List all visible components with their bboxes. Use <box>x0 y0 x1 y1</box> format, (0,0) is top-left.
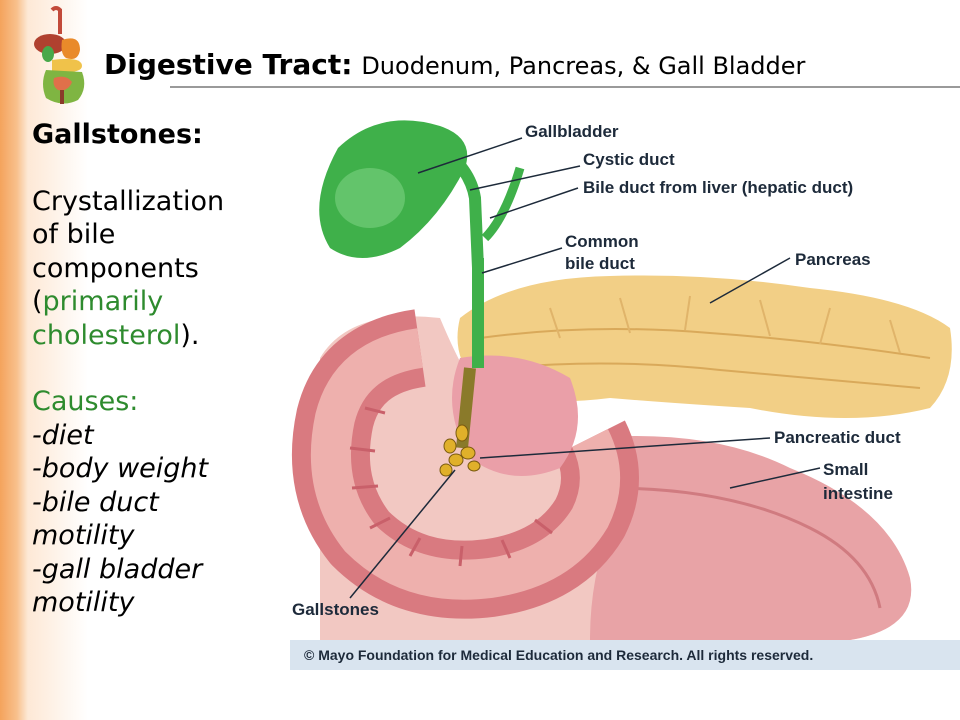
anatomy-illustration: Gallbladder Cystic duct Bile duct from l… <box>290 108 960 670</box>
left-accent-bar <box>0 0 28 720</box>
label-hepatic-duct: Bile duct from liver (hepatic duct) <box>583 178 854 197</box>
spacer <box>32 152 282 185</box>
primarily-text: primarily <box>42 286 164 317</box>
title-underline <box>170 86 960 88</box>
cause-diet: -diet <box>32 419 94 451</box>
definition-line-2: of bile <box>32 219 116 250</box>
label-common-bile-duct-1: Common <box>565 232 639 251</box>
slide-title: Digestive Tract: Duodenum, Pancreas, & G… <box>104 48 805 81</box>
label-pancreatic-duct: Pancreatic duct <box>774 428 901 447</box>
causes-label: Causes: <box>32 386 139 417</box>
label-gallstones: Gallstones <box>292 600 379 619</box>
paren-close: ). <box>180 319 200 351</box>
label-common-bile-duct-2: bile duct <box>565 254 635 273</box>
title-bold: Digestive Tract: <box>104 48 353 81</box>
text-column: Gallstones: Crystallization of bile comp… <box>32 118 282 620</box>
label-small-intestine-2: intestine <box>823 484 893 503</box>
label-small-intestine-1: Small <box>823 460 869 479</box>
definition-line-4: (primarily <box>32 285 282 319</box>
cause-gall-bladder-line1: -gall bladder <box>32 553 203 585</box>
spacer <box>32 352 282 385</box>
definition-line-5: cholesterol). <box>32 319 282 353</box>
gallstones-heading: Gallstones: <box>32 119 203 150</box>
cause-bile-duct-line2: motility <box>32 520 135 551</box>
copyright-credit: © Mayo Foundation for Medical Education … <box>290 640 960 670</box>
definition-line-3: components <box>32 252 199 284</box>
digestive-system-logo <box>34 6 85 104</box>
label-pancreas: Pancreas <box>795 250 871 269</box>
paren-open: ( <box>32 286 43 317</box>
title-subtitle: Duodenum, Pancreas, & Gall Bladder <box>361 52 806 80</box>
label-gallbladder: Gallbladder <box>525 122 619 141</box>
label-cystic-duct: Cystic duct <box>583 150 675 169</box>
definition-line-1: Crystallization <box>32 185 225 217</box>
cholesterol-text: cholesterol <box>32 319 181 351</box>
left-accent-fade <box>28 0 88 720</box>
cause-body-weight: -body weight <box>32 453 209 484</box>
anatomy-drawing <box>290 108 960 670</box>
cause-bile-duct-line1: -bile duct <box>32 486 159 518</box>
cause-gall-bladder-line2: motility <box>32 587 135 618</box>
